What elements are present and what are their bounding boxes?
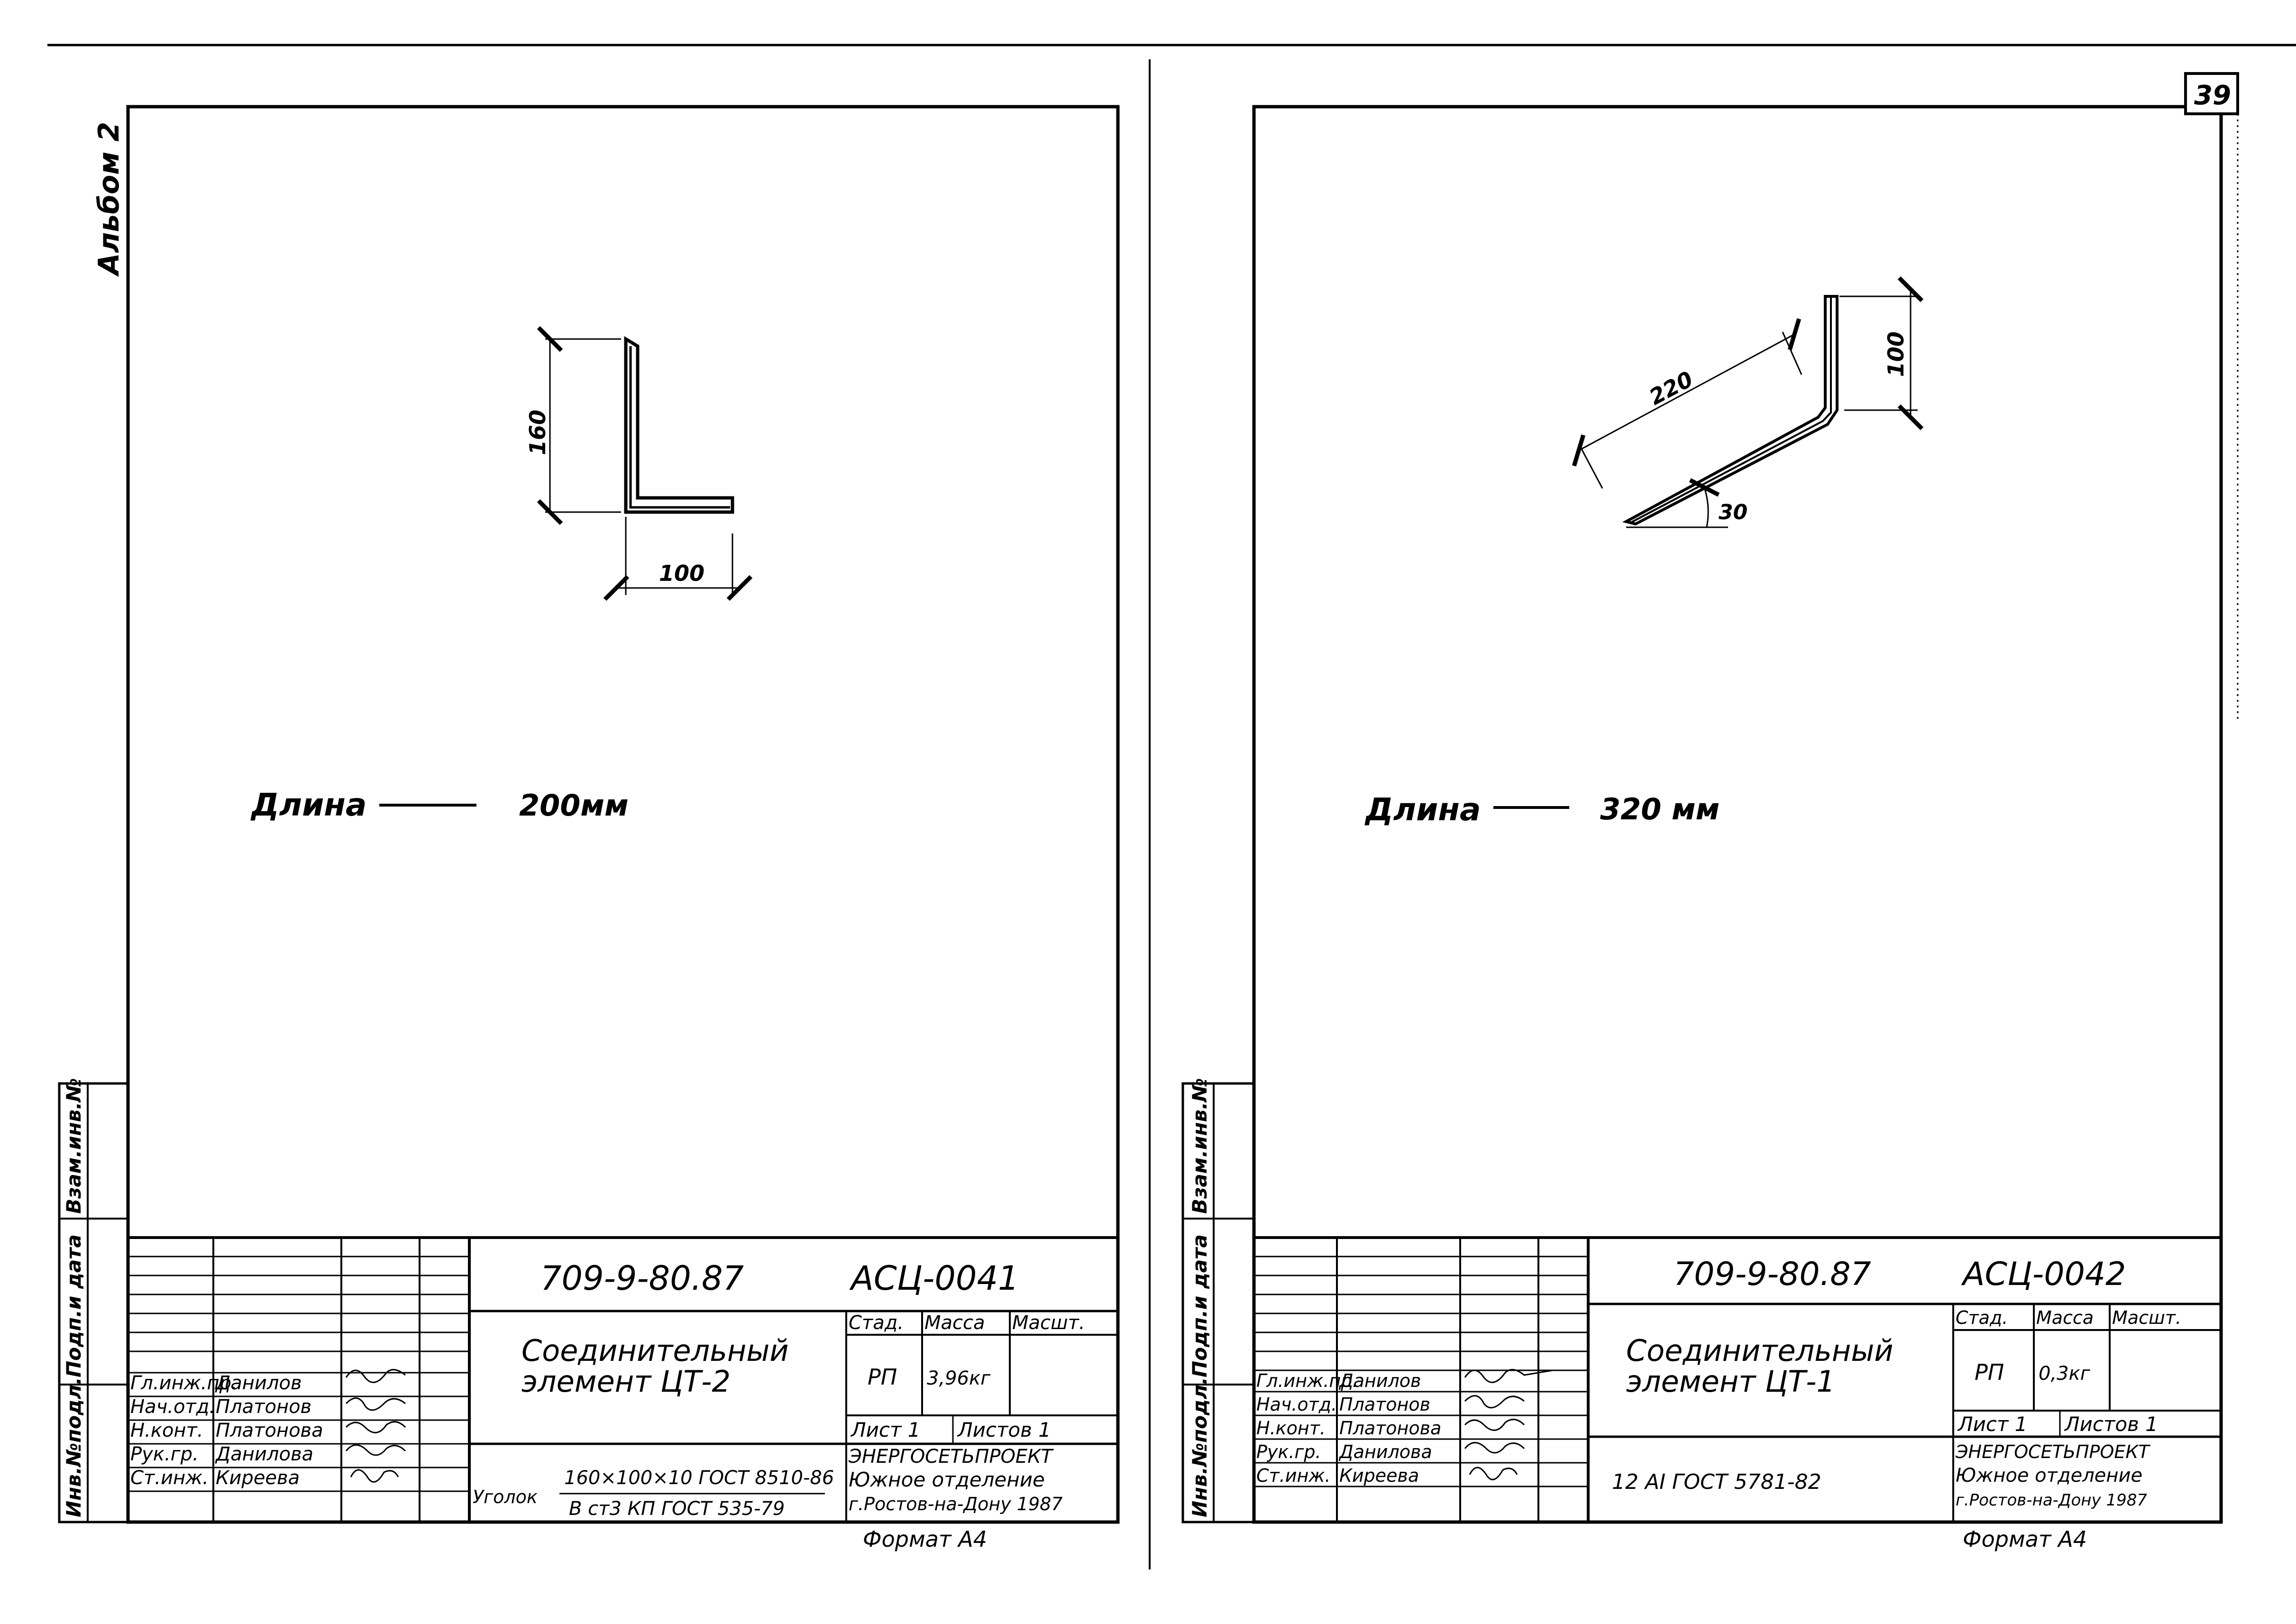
length-value: 200мм (519, 788, 629, 823)
staff-role: Рук.гр. (130, 1443, 199, 1465)
left-sheet: Альбом 2 Инв.№подл. Подп.и дата Взам.инв… (58, 105, 1120, 1552)
left-frame (126, 105, 1120, 1524)
staff-role: Нач.отд. (130, 1396, 215, 1418)
podp-data-label: Подп.и дата (1188, 1234, 1211, 1377)
staff-role: Ст.инж. (130, 1467, 209, 1489)
album-label: Альбом 2 (92, 122, 126, 277)
sheets-value: Листов 1 (2064, 1413, 2158, 1436)
org-name: ЭНЕРГОСЕТЬПРОЕКТ (848, 1446, 1054, 1468)
doc-code: 709-9-80.87 (540, 1259, 744, 1298)
staff-role: Гл.инж.пр. (130, 1372, 238, 1394)
angle-profile-drawing: 160 100 (525, 326, 753, 601)
podp-data-label: Подп.и дата (62, 1234, 85, 1377)
staff-role: Н.конт. (130, 1420, 203, 1441)
page-number-box (2184, 72, 2239, 115)
scale-header: Масшт. (1012, 1312, 1085, 1334)
staff-name: Платонов (1339, 1394, 1430, 1415)
org-division: Южное отделение (849, 1468, 1045, 1491)
org-division: Южное отделение (1956, 1465, 2142, 1486)
staff-name: Платонова (216, 1420, 323, 1441)
material-top: 160×100×10 ГОСТ 8510-86 (564, 1467, 834, 1489)
staff-role: Н.конт. (1256, 1418, 1326, 1439)
material-prefix: Уголок (473, 1486, 538, 1507)
sheet-value: Лист 1 (1957, 1413, 2028, 1436)
length-label: Длина (250, 787, 367, 823)
element-name-line2: элемент ЦТ-2 (521, 1364, 731, 1399)
org-name: ЭНЕРГОСЕТЬПРОЕКТ (1955, 1441, 2150, 1462)
right-side-stamp: Инв.№подл. Подп.и дата Взам.инв.№ (1181, 1078, 1255, 1523)
scale-header: Масшт. (2112, 1307, 2181, 1328)
signatures (345, 1369, 406, 1483)
format-label: Формат А4 (863, 1526, 987, 1552)
element-name-line2: элемент ЦТ-1 (1626, 1364, 1835, 1399)
org-city: г.Ростов-на-Дону 1987 (849, 1494, 1063, 1514)
format-label: Формат А4 (1963, 1526, 2087, 1552)
sheet-value: Лист 1 (850, 1418, 921, 1441)
doc-code: 709-9-80.87 (1674, 1256, 1871, 1293)
length-value: 320 мм (1600, 792, 1720, 826)
left-side-stamp: Инв.№подл. Подп.и дата Взам.инв.№ (58, 1078, 129, 1523)
staff-role: Рук.гр. (1256, 1441, 1321, 1462)
page-number: 39 (2194, 80, 2231, 111)
vzam-inv-label: Взам.инв.№ (1188, 1078, 1211, 1214)
dim-width-label: 100 (659, 560, 704, 586)
material: 12 АI ГОСТ 5781-82 (1612, 1470, 1821, 1494)
staff-role: Гл.инж.пр. (1256, 1370, 1358, 1391)
right-title-block: Гл.инж.пр. Данилов Нач.отд. Платонов Н.к… (1254, 1236, 2221, 1522)
staff-name: Киреева (1339, 1465, 1419, 1486)
right-frame (1252, 105, 2223, 1524)
element-name-line1: Соединительный (521, 1333, 789, 1368)
inv-podl-label: Инв.№подл. (1188, 1377, 1211, 1517)
dim-slant-label: 220 (1645, 366, 1697, 410)
vzam-inv-label: Взам.инв.№ (62, 1078, 85, 1214)
left-title-block: Гл.инж.пр. Данилов Нач.отд. Платонов Н.к… (128, 1236, 1118, 1522)
staff-name: Данилова (1338, 1441, 1432, 1462)
mass-value: 3,96кг (927, 1367, 991, 1389)
staff-name: Данилова (215, 1443, 313, 1465)
right-sheet: 39 Инв.№подл. Подп.и дата Взам.инв.№ 30 … (1181, 72, 2239, 1552)
staff-name: Платонов (216, 1396, 311, 1418)
dim-height-label: 100 (1883, 331, 1909, 377)
org-city: г.Ростов-на-Дону 1987 (1956, 1491, 2147, 1510)
material-bottom: В ст3 КП ГОСТ 535-79 (569, 1498, 785, 1520)
dim-angle-label: 30 (1719, 500, 1747, 524)
signatures (1464, 1369, 1553, 1480)
staff-name: Платонова (1339, 1418, 1441, 1439)
mass-header: Масса (2036, 1307, 2094, 1328)
dim-height-label: 160 (525, 410, 550, 455)
stage-value: РП (1975, 1359, 2004, 1385)
stage-header: Стад. (1956, 1307, 2008, 1328)
staff-name: Данилов (215, 1372, 302, 1394)
inv-podl-label: Инв.№подл. (62, 1377, 85, 1517)
staff-name: Данилов (1338, 1370, 1421, 1391)
mass-value: 0,3кг (2039, 1363, 2091, 1385)
sheet-code: АСЦ-0042 (1961, 1256, 2126, 1293)
stage-value: РП (868, 1364, 897, 1390)
sheet-code: АСЦ-0041 (849, 1259, 1019, 1298)
length-label: Длина (1364, 791, 1481, 828)
staff-role: Нач.отд. (1256, 1394, 1337, 1415)
staff-role: Ст.инж. (1256, 1465, 1331, 1486)
bent-rod-drawing: 30 220 100 (1572, 276, 1924, 528)
sheets-value: Листов 1 (957, 1418, 1051, 1441)
mass-header: Масса (924, 1312, 985, 1334)
stage-header: Стад. (849, 1312, 904, 1334)
staff-name: Киреева (216, 1467, 300, 1489)
element-name-line1: Соединительный (1626, 1333, 1894, 1368)
